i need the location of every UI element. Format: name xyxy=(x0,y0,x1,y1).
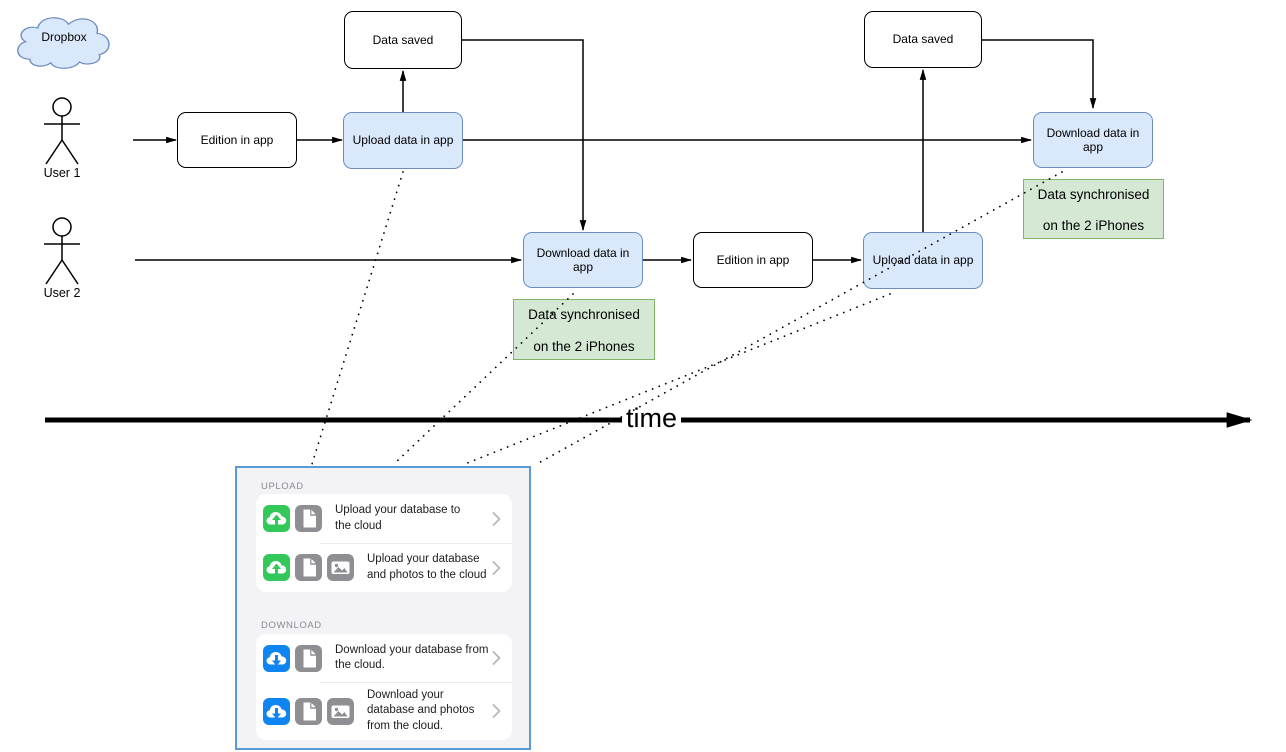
row-divider xyxy=(320,682,512,683)
row-divider xyxy=(320,543,512,544)
save-arrows xyxy=(399,39,1097,232)
upload-card: Upload your database to the cloud xyxy=(256,494,512,592)
row-label: Upload your database to the cloud xyxy=(335,504,461,532)
flow-box-data-saved-2: Data saved xyxy=(864,11,982,68)
download-database-photos-row[interactable]: Download your database and photos from t… xyxy=(256,682,512,740)
photos-icon xyxy=(327,554,354,581)
sync-note-2-line2: on the 2 iPhones xyxy=(1042,218,1145,233)
dropbox-cloud-label: Dropbox xyxy=(41,30,87,44)
sync-note-2: Data synchronised on the 2 iPhones xyxy=(1023,179,1164,239)
download-database-row[interactable]: Download your database from the cloud. xyxy=(256,634,512,682)
user-2-figure xyxy=(44,217,80,285)
dotted-link-download1-panel xyxy=(393,293,574,465)
row-label: Download your database from the cloud. xyxy=(335,643,489,671)
dropbox-cloud-shape xyxy=(17,17,110,69)
row-label: Upload your database and photos to the c… xyxy=(367,553,487,581)
user-1-figure xyxy=(44,97,80,165)
flow-box-data-saved-1: Data saved xyxy=(344,11,462,69)
timeline-label: time xyxy=(622,403,682,434)
cloud-download-icon xyxy=(263,697,290,725)
section-title-download: DOWNLOAD xyxy=(261,620,322,631)
user-1-label: User 1 xyxy=(43,166,81,180)
document-icon xyxy=(295,505,322,532)
upload-database-photos-row[interactable]: Upload your database and photos to the c… xyxy=(256,543,512,592)
chevron-right-icon xyxy=(492,511,501,526)
flow-box-upload-2: Upload data in app xyxy=(863,232,983,289)
cloud-upload-icon xyxy=(263,505,290,532)
section-title-upload: UPLOAD xyxy=(261,481,304,492)
sync-note-1-line1: Data synchronised xyxy=(528,307,640,322)
document-icon xyxy=(295,554,322,581)
flow-box-upload-1: Upload data in app xyxy=(343,112,463,169)
dotted-link-upload1-panel xyxy=(311,171,404,465)
sync-note-1-line2: on the 2 iPhones xyxy=(533,339,635,354)
cloud-download-icon xyxy=(263,644,290,672)
flow-box-edition-2: Edition in app xyxy=(693,232,813,288)
phone-settings-panel: UPLOAD Upload your database to the cloud xyxy=(235,466,531,750)
chevron-right-icon xyxy=(492,651,501,665)
chevron-right-icon xyxy=(492,560,501,575)
download-card: Download your database from the cloud. xyxy=(256,634,512,740)
flow-box-download-1: Download data in app xyxy=(523,232,643,288)
chevron-right-icon xyxy=(492,704,501,718)
dotted-link-download2-panel xyxy=(534,171,1063,466)
dotted-link-upload2-panel xyxy=(464,293,891,465)
user-2-label: User 2 xyxy=(43,286,81,300)
upload-database-row[interactable]: Upload your database to the cloud xyxy=(256,494,512,543)
sync-note-2-line1: Data synchronised xyxy=(1037,187,1150,202)
row-label: Download your database and photos from t… xyxy=(367,689,475,732)
sync-note-1: Data synchronised on the 2 iPhones xyxy=(513,299,655,360)
cloud-upload-icon xyxy=(263,554,290,581)
flow-box-download-2: Download data in app xyxy=(1033,112,1153,168)
document-icon xyxy=(295,644,322,672)
flow-box-edition-1: Edition in app xyxy=(177,112,297,168)
photos-icon xyxy=(327,697,354,725)
document-icon xyxy=(295,697,322,725)
